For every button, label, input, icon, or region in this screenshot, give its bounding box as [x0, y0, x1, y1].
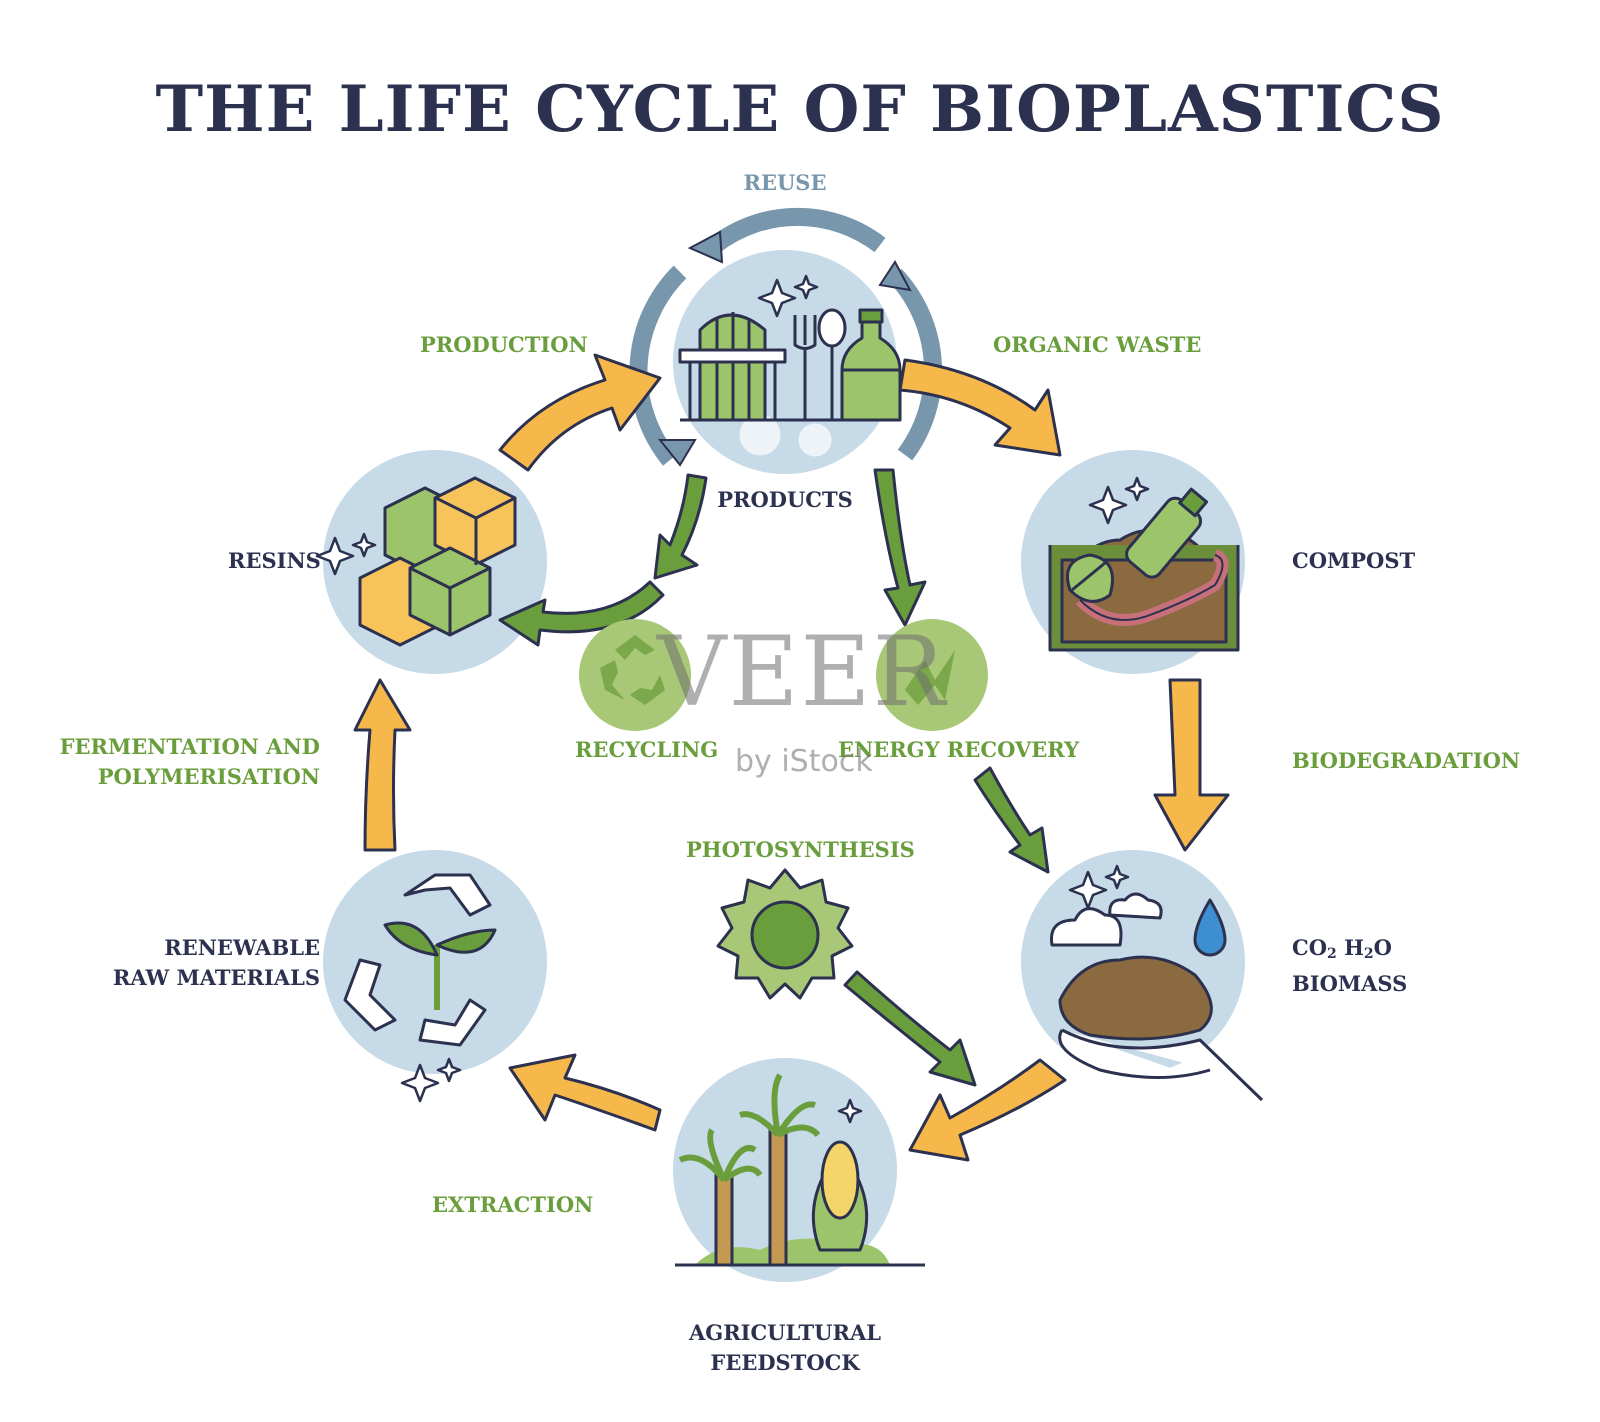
renewable-line2: RAW MATERIALS: [112, 965, 320, 990]
co2-text: CO2 H2O: [1292, 935, 1392, 962]
recycling-symbol-icon: [600, 635, 665, 705]
recycling-label: RECYCLING: [575, 737, 719, 762]
page-title: THE LIFE CYCLE OF BIOPLASTICS: [155, 72, 1445, 147]
renewable-line1: RENEWABLE: [164, 935, 320, 960]
agricultural-label: AGRICULTURAL FEEDSTOCK: [650, 1318, 920, 1378]
compost-icon: [1048, 476, 1240, 652]
renewable-icon: [343, 873, 497, 1103]
agricultural-line1: AGRICULTURAL: [688, 1320, 882, 1345]
green-arrows: [498, 468, 1050, 1087]
sun-icon: [716, 868, 854, 1000]
fermentation-line2: POLYMERISATION: [97, 764, 320, 789]
fermentation-line1: FERMENTATION AND: [59, 734, 320, 759]
cycle-arrows: [353, 353, 1230, 1162]
reuse-arrows: [629, 207, 943, 467]
watermark-subtext: by iStock: [735, 744, 873, 779]
products-label: PRODUCTS: [717, 487, 853, 512]
renewable-label: RENEWABLE RAW MATERIALS: [20, 933, 320, 993]
fermentation-label: FERMENTATION AND POLYMERISATION: [20, 732, 320, 792]
recycling-circle: [579, 619, 691, 731]
biodegradation-label: BIODEGRADATION: [1292, 748, 1521, 773]
watermark-logo: VEER: [657, 616, 947, 728]
biomass-label: CO2 H2O BIOMASS: [1292, 933, 1407, 999]
photosynthesis-label: PHOTOSYNTHESIS: [686, 837, 915, 862]
resins-icon: [315, 476, 517, 647]
energy-recovery-label: ENERGY RECOVERY: [838, 737, 1080, 762]
organic-waste-label: ORGANIC WASTE: [993, 332, 1202, 357]
products-icon: [678, 274, 902, 460]
reuse-label: REUSE: [743, 170, 827, 195]
agricultural-icon: [675, 1073, 925, 1267]
compost-label: COMPOST: [1292, 548, 1416, 573]
biomass-icon: [1049, 864, 1264, 1102]
production-label: PRODUCTION: [420, 332, 588, 357]
lightning-icon: [905, 650, 955, 705]
agricultural-line2: FEEDSTOCK: [710, 1350, 860, 1375]
extraction-label: EXTRACTION: [432, 1192, 594, 1217]
resins-label: RESINS: [228, 548, 321, 573]
biomass-line2: BIOMASS: [1292, 971, 1408, 996]
